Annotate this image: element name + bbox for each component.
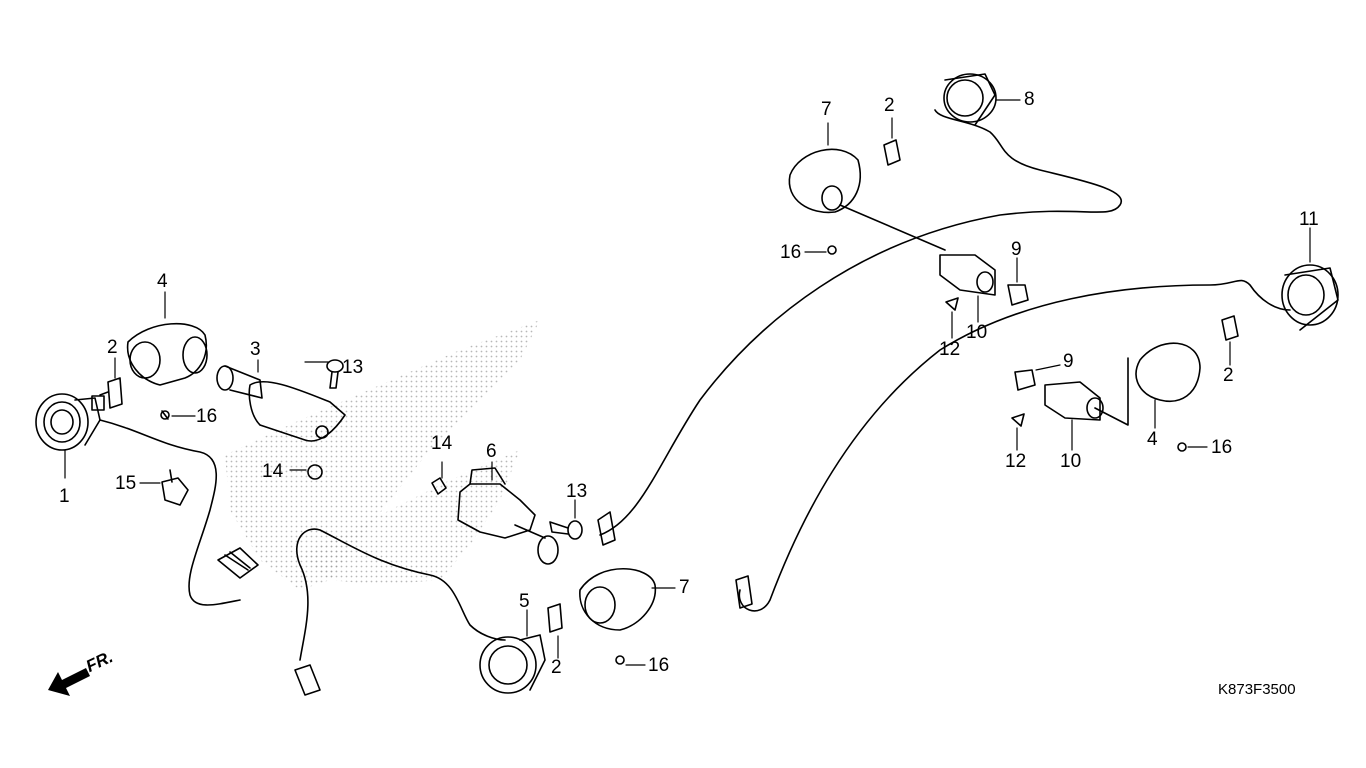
leader-lines bbox=[64, 99, 1311, 666]
callout-3: 3 bbox=[250, 339, 261, 360]
callout-16: 16 bbox=[648, 655, 670, 676]
callout-10: 10 bbox=[966, 322, 988, 343]
nut-14-b bbox=[431, 477, 447, 495]
bracket-clip-2-right bbox=[1221, 315, 1239, 341]
callout-4: 4 bbox=[1147, 429, 1158, 450]
winker-cover-rear-left bbox=[788, 148, 862, 214]
callout-10: 10 bbox=[1060, 451, 1082, 472]
bracket-clip-2-upper bbox=[883, 139, 901, 166]
bolt-13-b bbox=[549, 520, 583, 540]
wire-clamp-15 bbox=[161, 469, 189, 506]
bulb-socket-10-upper bbox=[939, 254, 996, 296]
callout-2: 2 bbox=[107, 337, 118, 358]
callout-13: 13 bbox=[342, 357, 364, 378]
callout-14: 14 bbox=[431, 433, 453, 454]
callout-13: 13 bbox=[566, 481, 588, 502]
callout-6: 6 bbox=[486, 441, 497, 462]
wing-watermark bbox=[225, 320, 540, 590]
callout-14: 14 bbox=[262, 461, 284, 482]
bracket-clip-2-lower bbox=[547, 603, 563, 633]
grommet-12-lower bbox=[1011, 413, 1025, 427]
winker-cover-right-front bbox=[579, 568, 657, 631]
callout-1: 1 bbox=[59, 486, 70, 507]
screw-16-b bbox=[615, 655, 625, 665]
winker-cover-left bbox=[126, 322, 208, 386]
wire-harness-left bbox=[99, 419, 241, 606]
rear-left-winker-unit bbox=[943, 73, 997, 126]
screw-16-d bbox=[1177, 442, 1187, 452]
callout-9: 9 bbox=[1063, 351, 1074, 372]
nut-14-a bbox=[307, 464, 323, 480]
callout-16: 16 bbox=[780, 242, 802, 263]
callout-16: 16 bbox=[196, 406, 218, 427]
drawing-code: K873F3500 bbox=[1218, 681, 1296, 698]
callout-12: 12 bbox=[1005, 451, 1027, 472]
callout-5: 5 bbox=[519, 591, 530, 612]
wing-watermark-2 bbox=[300, 450, 520, 585]
callout-7: 7 bbox=[679, 577, 690, 598]
callout-4: 4 bbox=[157, 271, 168, 292]
callout-8: 8 bbox=[1024, 89, 1035, 110]
socket-stay-right bbox=[457, 467, 559, 565]
wire-harness-center bbox=[295, 528, 506, 661]
callout-16: 16 bbox=[1211, 437, 1233, 458]
screw-16-a bbox=[160, 410, 170, 420]
callout-7: 7 bbox=[821, 99, 832, 120]
bulb-socket-10-lower bbox=[1044, 381, 1104, 421]
socket-stay-left bbox=[216, 365, 346, 442]
grommet-12-upper bbox=[945, 297, 959, 311]
callout-2: 2 bbox=[1223, 365, 1234, 386]
winker-cover-right-rear bbox=[1135, 342, 1201, 402]
screw-16-c bbox=[827, 245, 837, 255]
callout-11: 11 bbox=[1299, 209, 1319, 230]
bolt-13-a bbox=[326, 359, 344, 389]
front-direction-arrow-icon bbox=[48, 668, 90, 696]
callout-12: 12 bbox=[939, 339, 961, 360]
rear-right-winker-unit bbox=[1281, 264, 1339, 331]
callout-2: 2 bbox=[884, 95, 895, 116]
rear-harness-long bbox=[599, 109, 1123, 536]
clip-9-upper bbox=[1007, 284, 1029, 306]
clip-9-lower bbox=[1014, 369, 1036, 391]
bracket-clip-left bbox=[99, 377, 123, 409]
callout-2: 2 bbox=[551, 657, 562, 678]
front-right-winker-unit bbox=[479, 634, 546, 694]
rear-harness-right bbox=[738, 279, 1291, 612]
front-left-winker-unit bbox=[35, 393, 105, 451]
callout-9: 9 bbox=[1011, 239, 1022, 260]
callout-15: 15 bbox=[115, 473, 137, 494]
